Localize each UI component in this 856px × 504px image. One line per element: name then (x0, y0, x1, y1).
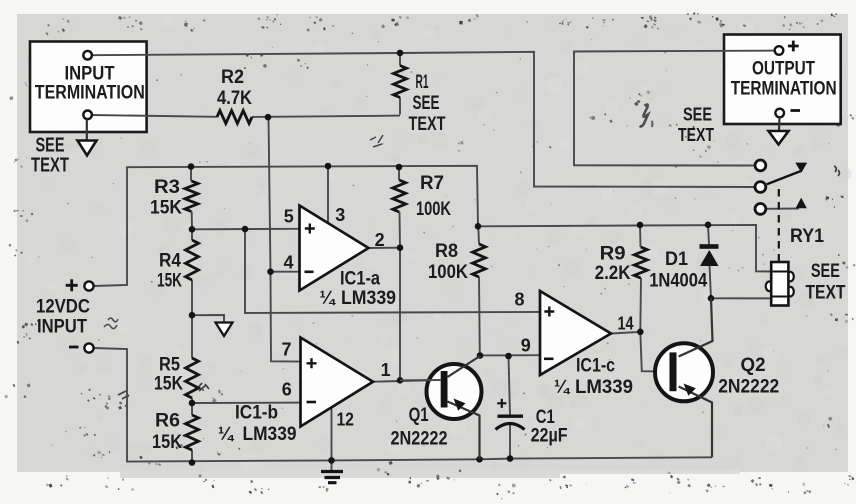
svg-text:LM339: LM339 (243, 424, 297, 445)
svg-text:1N4004: 1N4004 (649, 271, 707, 292)
svg-text:Q2: Q2 (741, 355, 766, 376)
svg-text:Q1: Q1 (409, 405, 429, 426)
svg-text:TEXT: TEXT (806, 283, 846, 304)
svg-text:TERMINATION: TERMINATION (731, 78, 837, 99)
svg-text:8: 8 (514, 290, 524, 310)
svg-text:15K: 15K (157, 271, 182, 292)
svg-text:LM339: LM339 (575, 377, 633, 398)
svg-text:R6: R6 (155, 411, 180, 432)
svg-text:SEE: SEE (811, 261, 840, 282)
svg-text:TEXT: TEXT (409, 114, 446, 135)
svg-text:TEXT: TEXT (31, 155, 69, 177)
svg-text:1: 1 (381, 360, 391, 380)
svg-text:2.2K: 2.2K (595, 263, 631, 284)
svg-text:INPUT: INPUT (65, 64, 115, 85)
svg-text:22µF: 22µF (531, 426, 568, 447)
svg-text:¼: ¼ (554, 376, 571, 396)
svg-text:C1: C1 (536, 407, 555, 428)
svg-text:12: 12 (336, 410, 354, 430)
svg-text:100K: 100K (428, 262, 468, 283)
svg-text:2N2222: 2N2222 (718, 376, 779, 397)
svg-text:D1: D1 (665, 249, 688, 270)
svg-text:SEE: SEE (36, 135, 65, 157)
svg-text:¼: ¼ (319, 287, 336, 307)
svg-text:2: 2 (375, 230, 385, 250)
svg-text:TERMINATION: TERMINATION (35, 83, 145, 104)
svg-text:RY1: RY1 (790, 226, 824, 247)
svg-text:2N2222: 2N2222 (391, 428, 448, 449)
svg-text:INPUT: INPUT (37, 317, 87, 338)
svg-text:R9: R9 (600, 244, 626, 265)
svg-text:5: 5 (284, 206, 294, 226)
svg-text:7: 7 (281, 340, 291, 360)
svg-text:TEXT: TEXT (678, 124, 715, 145)
svg-text:OUTPUT: OUTPUT (752, 59, 815, 80)
svg-text:R1: R1 (416, 72, 429, 93)
svg-text:IC1-b: IC1-b (235, 402, 278, 423)
svg-text:6: 6 (282, 379, 292, 399)
svg-text:SEE: SEE (413, 93, 440, 114)
svg-text:SEE: SEE (683, 104, 712, 125)
svg-text:100K: 100K (416, 199, 451, 220)
svg-text:9: 9 (521, 336, 531, 356)
svg-text:¼: ¼ (218, 423, 235, 443)
svg-text:R3: R3 (154, 177, 180, 198)
svg-text:4.7K: 4.7K (217, 88, 252, 109)
svg-text:14: 14 (618, 314, 634, 334)
svg-text:3: 3 (335, 205, 345, 225)
svg-text:15K: 15K (150, 198, 182, 219)
svg-text:IC1-a: IC1-a (340, 268, 380, 289)
svg-text:15K: 15K (152, 432, 182, 453)
svg-text:R2: R2 (221, 67, 244, 88)
svg-text:15K: 15K (154, 374, 183, 395)
svg-text:R7: R7 (420, 173, 444, 194)
svg-text:LM339: LM339 (341, 288, 396, 309)
svg-text:4: 4 (283, 252, 293, 272)
svg-text:R4: R4 (159, 251, 181, 272)
svg-text:R8: R8 (435, 241, 458, 262)
svg-text:R5: R5 (159, 355, 180, 376)
svg-text:12VDC: 12VDC (36, 297, 90, 318)
svg-text:IC1-c: IC1-c (576, 356, 615, 377)
